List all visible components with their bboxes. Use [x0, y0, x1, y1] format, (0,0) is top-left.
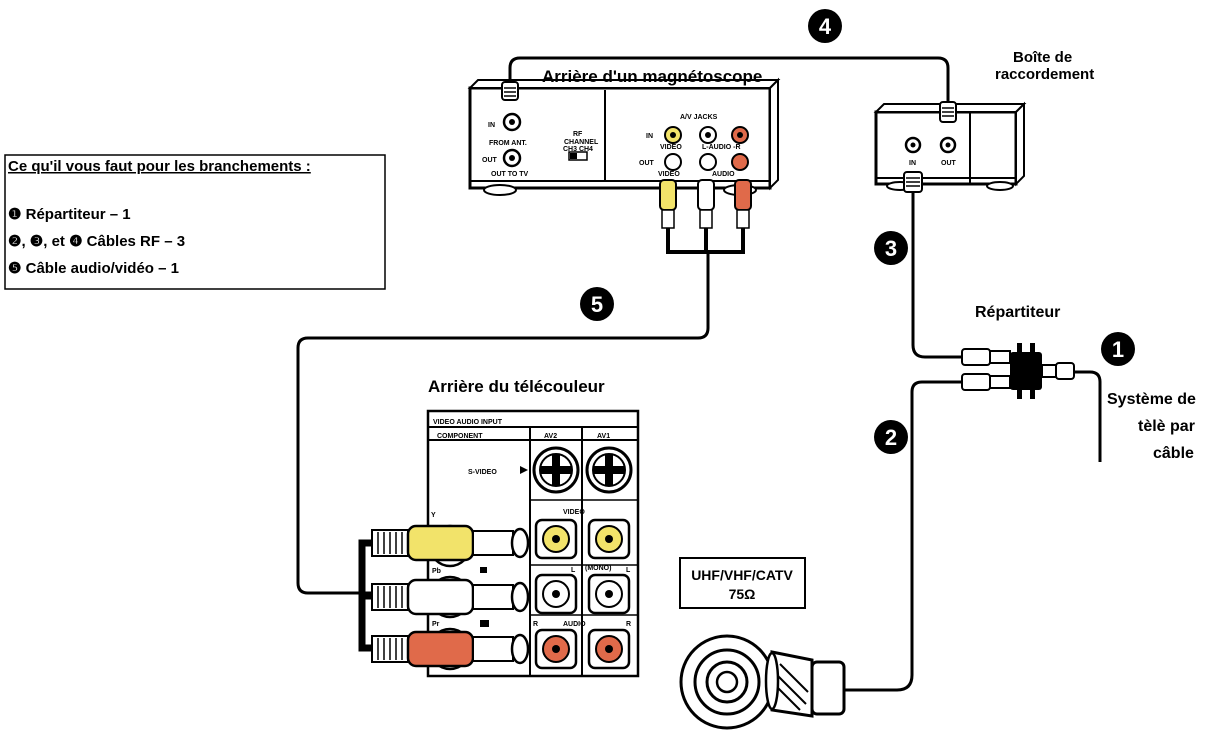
vcr-video-plug-yellow	[659, 179, 677, 229]
vcr-in-label: IN	[488, 122, 495, 129]
vcr-video-out-label: VIDEO	[658, 171, 680, 178]
cable-2	[843, 380, 962, 692]
cable-system-line2: tèlè par	[1138, 418, 1195, 435]
box-title-line2: raccordement	[995, 66, 1094, 83]
marker-1: 1	[1101, 332, 1135, 366]
tv-video-plug-yellow	[371, 524, 530, 562]
vcr-l-audio-r-label: L-AUDIO -R	[702, 144, 741, 151]
vcr-out-to-tv-label: OUT TO TV	[491, 171, 529, 178]
vcr-audio-plug-red	[734, 179, 752, 229]
vcr-rf-label: RF	[573, 131, 583, 138]
box-in-label: IN	[909, 160, 916, 167]
tv-mono-label: (MONO)	[585, 565, 611, 572]
vcr-out-label: OUT	[482, 157, 498, 164]
svg-text:1: 1	[1112, 337, 1124, 362]
vcr-av-jacks-label: A/V JACKS	[680, 114, 718, 121]
svg-text:4: 4	[819, 14, 832, 39]
antenna-label-line2: 75Ω	[729, 586, 756, 602]
splitter-title: Répartiteur	[975, 304, 1060, 321]
marker-2: 2	[874, 420, 908, 454]
antenna-label-box	[679, 557, 806, 609]
box-out-label: OUT	[941, 160, 957, 167]
tv-l-label-av1: L	[626, 567, 631, 574]
tv-y-label: Y	[431, 512, 436, 519]
av-cable-bundle-top	[666, 228, 745, 254]
marker-4: 4	[808, 9, 842, 43]
tv-audio-plug-white	[371, 578, 530, 616]
cable-3	[911, 190, 962, 359]
tv-panel-header: VIDEO AUDIO INPUT	[433, 419, 503, 426]
requirements-item-1: ❶ Répartiteur – 1	[8, 206, 131, 223]
vcr-audio-out-label: AUDIO	[712, 171, 735, 178]
vcr-av-in-label: IN	[646, 133, 653, 140]
tv-audio-right-jacks	[534, 628, 631, 670]
tv-svideo-label: S-VIDEO	[468, 469, 497, 476]
cable-system-line1: Système de	[1107, 391, 1196, 408]
box-title-line1: Boîte de	[1013, 49, 1072, 66]
cable-5	[296, 252, 710, 595]
tv-pb-label: Pb	[432, 568, 441, 575]
svideo-jack-av1	[585, 446, 633, 494]
vcr-ch-label: CH3 CH4	[563, 146, 593, 153]
antenna-jack	[679, 634, 775, 730]
tv-audio-label: AUDIO	[563, 621, 586, 628]
cable-box-top-connector	[939, 101, 957, 123]
svg-text:2: 2	[885, 425, 897, 450]
splitter	[961, 343, 1075, 399]
vcr-title: Arrière d'un magnétoscope	[542, 67, 762, 86]
cable-box	[873, 101, 1027, 191]
tv-av2-label: AV2	[544, 433, 557, 440]
vcr-rear-panel	[467, 77, 781, 196]
cable-4	[508, 56, 950, 104]
tv-audio-plug-red	[371, 630, 530, 668]
cable-system-line3: câble	[1153, 445, 1194, 462]
vcr-rf-connector	[501, 81, 519, 101]
antenna-label-line1: UHF/VHF/CATV	[691, 567, 793, 583]
marker-3: 3	[874, 231, 908, 265]
tv-r-label-av1: R	[626, 621, 631, 628]
tv-av1-label: AV1	[597, 433, 610, 440]
requirements-item-3: ❺ Câble audio/vidéo – 1	[8, 260, 179, 277]
cable-system-line	[1072, 370, 1102, 462]
vcr-channel-label: CHANNEL	[564, 139, 599, 146]
svg-text:5: 5	[591, 292, 603, 317]
antenna-f-connector	[764, 650, 846, 718]
tv-video-jacks	[534, 518, 631, 560]
requirements-item-2: ❷, ❸, et ❹ Câbles RF – 3	[8, 233, 185, 250]
tv-component-label: COMPONENT	[437, 433, 483, 440]
vcr-audio-plug-white	[697, 179, 715, 229]
tv-audio-left-jacks	[534, 573, 631, 615]
tv-video-label: VIDEO	[563, 509, 585, 516]
cable-box-bottom-connector	[903, 171, 923, 193]
tv-l-label-av2: L	[571, 567, 576, 574]
marker-5: 5	[580, 287, 614, 321]
svideo-arrow-icon	[520, 466, 528, 474]
svg-text:3: 3	[885, 236, 897, 261]
vcr-video-label: VIDEO	[660, 144, 682, 151]
requirements-heading: Ce qu'il vous faut pour les branchements…	[8, 158, 311, 175]
vcr-from-ant-label: FROM ANT.	[489, 140, 527, 147]
tv-title: Arrière du télécouleur	[428, 377, 605, 396]
vcr-av-out-label: OUT	[639, 160, 655, 167]
requirements-box	[4, 154, 386, 290]
tv-pr-label: Pr	[432, 621, 440, 628]
tv-r-label-av2: R	[533, 621, 538, 628]
svideo-jack-av2	[532, 446, 580, 494]
